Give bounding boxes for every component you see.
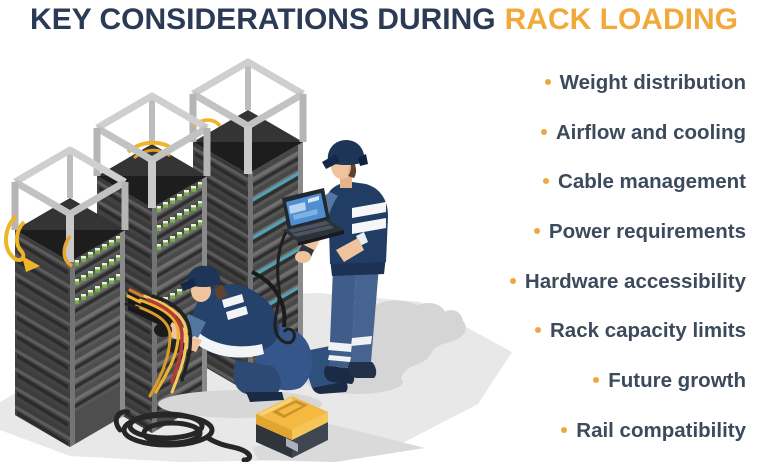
bullet-dot-icon bbox=[543, 178, 550, 185]
yellow-cable-icon bbox=[62, 235, 74, 268]
yellow-cable-icon bbox=[4, 214, 26, 263]
toolbox-clasp-icon bbox=[286, 438, 298, 452]
list-item-label: Rail compatibility bbox=[576, 418, 746, 442]
list-item-label: Cable management bbox=[558, 170, 746, 194]
bullet-dot-icon bbox=[540, 128, 547, 135]
toolbox bbox=[256, 396, 328, 458]
bullet-dot-icon bbox=[535, 327, 541, 334]
list-item: Cable management bbox=[510, 157, 746, 207]
list-item: Future growth bbox=[510, 356, 746, 406]
server-rack-short bbox=[4, 146, 129, 447]
list-item: Weight distribution bbox=[510, 58, 746, 108]
list-item-label: Weight distribution bbox=[559, 70, 746, 94]
wristwatch-icon bbox=[299, 244, 314, 257]
bullet-dot-icon bbox=[593, 376, 600, 383]
coiled-cable bbox=[113, 409, 253, 462]
list-item: Airflow and cooling bbox=[510, 108, 746, 158]
list-item-label: Rack capacity limits bbox=[550, 319, 746, 343]
title-highlight: RACK LOADING bbox=[504, 3, 738, 36]
yellow-cable-icon bbox=[22, 256, 40, 272]
cap-icon bbox=[187, 265, 221, 287]
laptop-icon bbox=[282, 188, 344, 246]
title-prefix: KEY CONSIDERATIONS DURING bbox=[30, 3, 496, 36]
list-item-label: Airflow and cooling bbox=[555, 120, 746, 144]
list-item-label: Hardware accessibility bbox=[524, 269, 746, 293]
bullet-dot-icon bbox=[561, 426, 568, 433]
considerations-list: Weight distribution Airflow and cooling … bbox=[509, 58, 746, 456]
rack-loading-illustration bbox=[0, 58, 512, 462]
list-item-label: Power requirements bbox=[548, 219, 746, 243]
list-item-label: Future growth bbox=[608, 368, 746, 392]
list-item: Hardware accessibility bbox=[509, 257, 746, 307]
bullet-dot-icon bbox=[544, 78, 551, 85]
bullet-dot-icon bbox=[533, 227, 540, 234]
list-item: Rack capacity limits bbox=[510, 306, 746, 356]
cable-bundle-icon bbox=[124, 288, 193, 398]
bullet-dot-icon bbox=[509, 277, 516, 284]
laptop-cable-icon bbox=[273, 231, 296, 345]
list-item: Power requirements bbox=[510, 207, 746, 257]
list-item: Rail compatibility bbox=[510, 406, 746, 456]
technician-standing-with-laptop bbox=[273, 140, 388, 384]
